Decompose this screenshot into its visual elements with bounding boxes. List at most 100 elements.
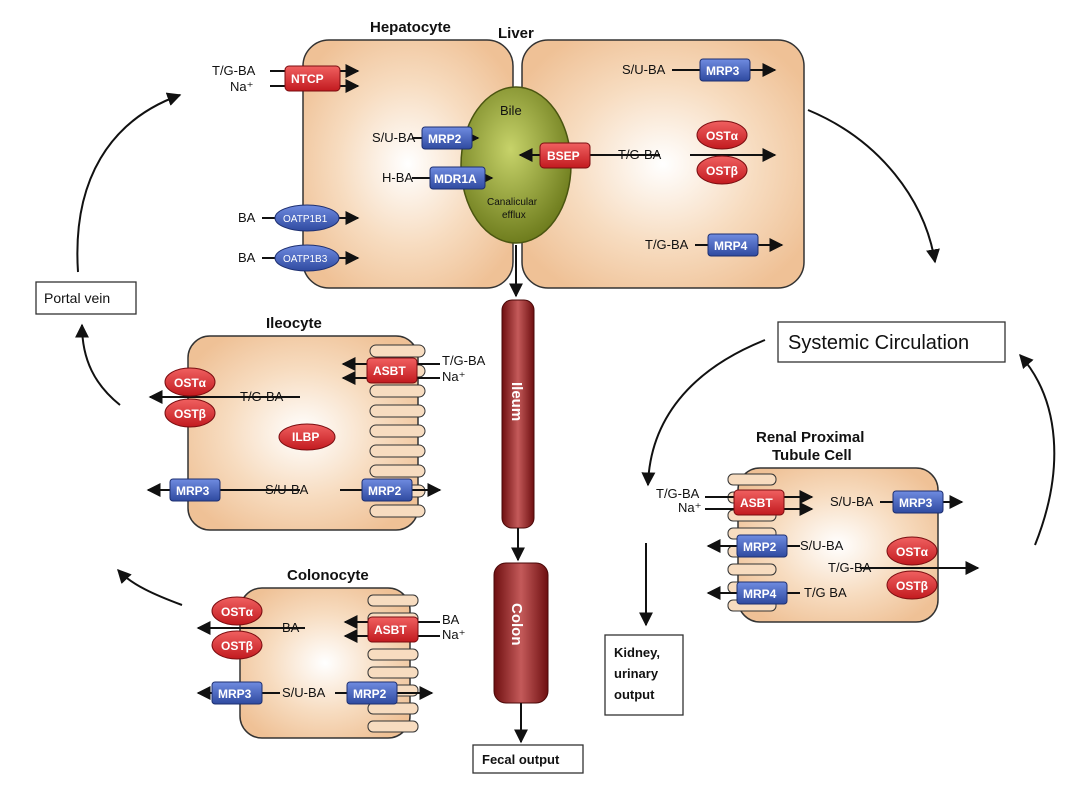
portal-vein-label: Portal vein <box>44 290 110 306</box>
kidney-label-3: output <box>614 687 655 702</box>
renal-title-2: Tubule Cell <box>772 447 852 464</box>
col-osta-label: OSTα <box>221 605 254 619</box>
ile-mrp3-label: MRP3 <box>176 484 210 498</box>
col-osta-transporter <box>211 596 263 626</box>
col-ostb-transporter <box>211 630 263 660</box>
colonocyte-cell <box>239 587 411 739</box>
hep-mrp3-label: MRP3 <box>706 64 740 78</box>
ntcp-label: NTCP <box>291 72 324 86</box>
col-asbt-ba: BA <box>442 612 460 627</box>
ntcp-transporter <box>284 65 341 92</box>
liver-to-systemic-arrow <box>807 109 940 264</box>
ren-mrp2-substrate: S/U-BA <box>800 538 844 553</box>
ren-mrp4-transporter <box>736 581 788 605</box>
col-asbt-transporter <box>367 616 419 643</box>
oatp1b1-label: OATP1B1 <box>283 214 328 225</box>
col-mrp2-label: MRP2 <box>353 687 387 701</box>
ren-mrp4-label: MRP4 <box>743 587 777 601</box>
bsep-label: BSEP <box>547 149 580 163</box>
oatp1b1-transporter <box>274 204 340 232</box>
hep-osta-transporter <box>696 120 748 150</box>
kidney-output-box <box>604 634 684 716</box>
hep-mrp4-label: MRP4 <box>714 239 748 253</box>
hep-mrp4-substrate: T/G-BA <box>645 237 689 252</box>
ren-mrp3-transporter <box>892 490 944 514</box>
ren-mrp3-label: MRP3 <box>899 496 933 510</box>
hep-mrp2-substrate: S/U-BA <box>372 130 416 145</box>
colon-to-portal-arrow <box>117 568 183 606</box>
ile-osta-transporter <box>164 367 216 397</box>
fecal-output-box <box>472 744 584 774</box>
ren-asbt-label: ASBT <box>740 496 773 510</box>
ileum-label: Ileum <box>508 382 525 421</box>
ren-ostb-label: OSTβ <box>896 579 928 593</box>
hepatocyte-title: Hepatocyte <box>370 19 451 36</box>
fecal-output-label: Fecal output <box>482 752 560 767</box>
systemic-circulation-box <box>777 321 1006 363</box>
oatp1b3-label: OATP1B3 <box>283 254 328 265</box>
ren-osta-label: OSTα <box>896 545 929 559</box>
ntcp-tgba-label: T/G-BA <box>212 63 256 78</box>
ren-asbt-tgba: T/G-BA <box>656 486 700 501</box>
mdr1a-substrate: H-BA <box>382 170 413 185</box>
ile-asbt-tgba: T/G-BA <box>442 353 486 368</box>
ilbp-protein <box>278 423 336 451</box>
ren-ostb-transporter <box>886 570 938 600</box>
efflux-label: efflux <box>502 210 526 221</box>
portal-to-liver-arrow <box>76 92 182 273</box>
kidney-to-systemic-arrow <box>1019 353 1056 546</box>
hep-mrp4-transporter <box>707 233 759 257</box>
col-asbt-na: Na⁺ <box>442 627 465 642</box>
systemic-circulation-label: Systemic Circulation <box>788 332 969 354</box>
mdr1a-label: MDR1A <box>434 172 477 186</box>
hep-mrp3-transporter <box>699 58 751 82</box>
hep-mrp2-label: MRP2 <box>428 132 462 146</box>
portal-vein-box <box>35 281 137 315</box>
ileum-to-portal-arrow <box>75 323 121 406</box>
ileocyte-title: Ileocyte <box>266 315 322 332</box>
mdr1a-transporter <box>429 166 486 190</box>
systemic-to-kidney-arrow <box>641 339 766 487</box>
ile-asbt-transporter <box>366 357 418 384</box>
ren-ost-substrate: T/G-BA <box>828 560 872 575</box>
colon-label: Colon <box>508 603 525 646</box>
col-ost-substrate: BA <box>282 620 300 635</box>
ile-ost-substrate: T/G-BA <box>240 389 284 404</box>
canalicular-label: Canalicular <box>487 197 538 208</box>
colonocyte-title: Colonocyte <box>287 567 369 584</box>
ren-asbt-na: Na⁺ <box>678 500 701 515</box>
oatp1b3-substrate: BA <box>238 250 256 265</box>
hep-osta-label: OSTα <box>706 129 739 143</box>
ren-osta-transporter <box>886 536 938 566</box>
hep-ostb-transporter <box>696 155 748 185</box>
ile-mrp-substrate: S/U-BA <box>265 482 309 497</box>
oatp1b3-transporter <box>274 244 340 272</box>
ile-osta-label: OSTα <box>174 376 207 390</box>
ile-asbt-label: ASBT <box>373 364 406 378</box>
col-mrp-substrate: S/U-BA <box>282 685 326 700</box>
col-mrp3-label: MRP3 <box>218 687 252 701</box>
kidney-label-1: Kidney, <box>614 645 660 660</box>
ren-mrp2-transporter <box>736 534 788 558</box>
ntcp-na-label: Na⁺ <box>230 79 253 94</box>
oatp1b1-substrate: BA <box>238 210 256 225</box>
hep-ostb-label: OSTβ <box>706 164 738 178</box>
col-mrp2-transporter <box>346 681 398 705</box>
hep-mrp2-transporter <box>421 126 473 150</box>
bsep-transporter <box>539 142 591 169</box>
kidney-label-2: urinary <box>614 666 659 681</box>
ile-mrp2-transporter <box>361 478 413 502</box>
bsep-substrate: T/G-BA <box>618 147 662 162</box>
col-asbt-label: ASBT <box>374 623 407 637</box>
hep-mrp3-substrate: S/U-BA <box>622 62 666 77</box>
liver-title: Liver <box>498 25 534 42</box>
ile-mrp2-label: MRP2 <box>368 484 402 498</box>
ile-mrp3-transporter <box>169 478 221 502</box>
ren-mrp4-substrate: T/G BA <box>804 585 847 600</box>
renal-title-1: Renal Proximal <box>756 429 864 446</box>
ren-asbt-transporter <box>733 489 785 516</box>
col-mrp3-transporter <box>211 681 263 705</box>
ile-asbt-na: Na⁺ <box>442 369 465 384</box>
ile-ostb-label: OSTβ <box>174 407 206 421</box>
